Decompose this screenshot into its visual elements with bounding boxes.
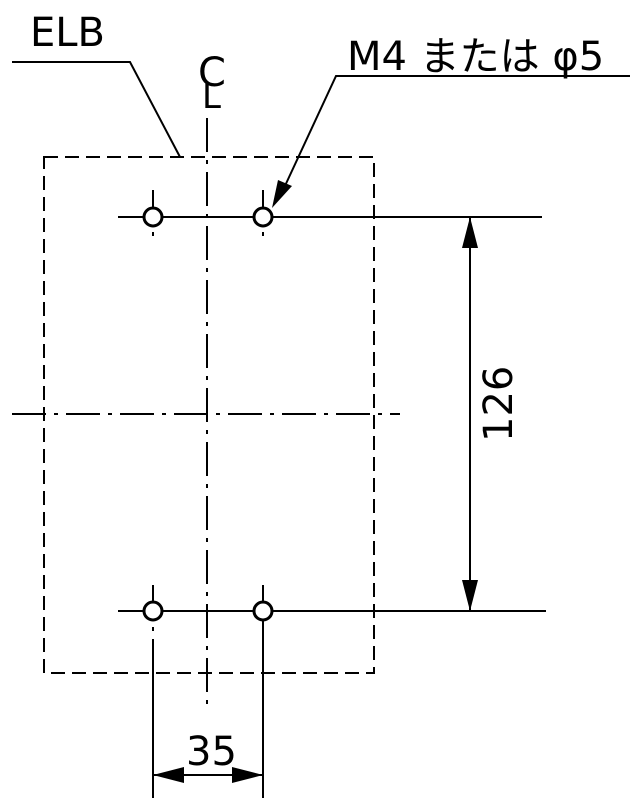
dim126-arrow-top bbox=[462, 217, 478, 248]
dim35-label: 35 bbox=[186, 729, 237, 775]
centerline-symbol-l: L bbox=[202, 77, 221, 117]
dim126-arrow-bottom bbox=[462, 580, 478, 611]
mounting-hole-bottom-right bbox=[252, 600, 274, 622]
elb-label: ELB bbox=[30, 10, 105, 56]
elb-leader-line bbox=[12, 61, 181, 158]
mounting-hole-bottom-left bbox=[142, 600, 164, 622]
hole-spec-arrowhead bbox=[272, 180, 292, 208]
dim126-label: 126 bbox=[476, 366, 522, 442]
dim35-arrow-left bbox=[153, 767, 184, 783]
hole-spec-label: M4 または φ5 bbox=[347, 34, 604, 80]
hole-spec-leader-line bbox=[283, 75, 630, 189]
mounting-hole-top-left bbox=[142, 206, 164, 228]
dim35-arrow-right bbox=[232, 767, 263, 783]
mounting-hole-top-right bbox=[252, 206, 274, 228]
centerline-symbol-c: C bbox=[198, 50, 226, 96]
